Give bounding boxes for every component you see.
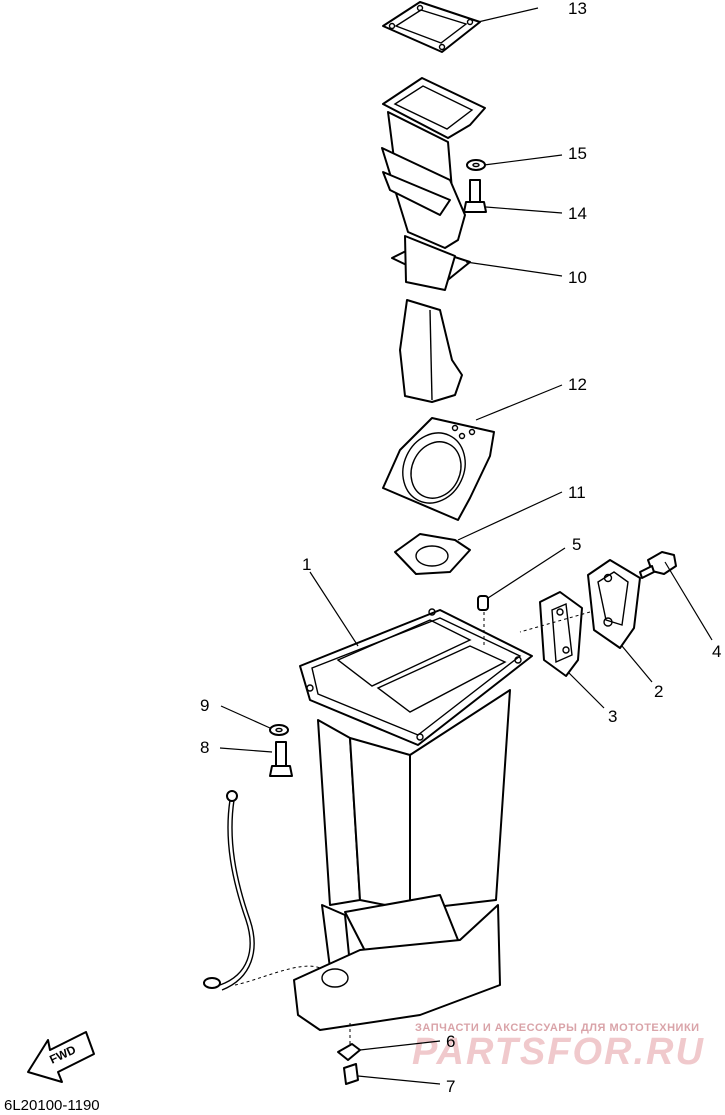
callout-8: 8 [200, 738, 209, 757]
callout-labels: 1 2 3 4 5 6 7 8 9 10 11 12 13 14 15 [200, 0, 721, 1096]
callout-5: 5 [572, 535, 581, 554]
watermark: ЗАПЧАСТИ И АКСЕССУАРЫ ДЛЯ МОТОТЕХНИКИ PA… [412, 1022, 705, 1073]
callout-2: 2 [654, 682, 663, 701]
callout-3: 3 [608, 707, 617, 726]
washer-9 [269, 724, 289, 736]
watermark-brand: PARTSFOR.RU [412, 1031, 705, 1073]
callout-10: 10 [568, 268, 587, 287]
callout-4: 4 [712, 642, 721, 661]
callout-7: 7 [446, 1077, 455, 1096]
bolt-14 [463, 179, 487, 213]
leader-lines [219, 7, 713, 1085]
dowel-pin-5 [477, 595, 489, 645]
callout-12: 12 [568, 375, 587, 394]
callout-15: 15 [568, 144, 587, 163]
bolt-8 [269, 741, 293, 777]
gasket-13 [382, 1, 481, 53]
ground-wire [203, 790, 321, 991]
callout-13: 13 [568, 0, 587, 18]
cover-2 [519, 559, 641, 649]
forward-direction-arrow: FWD [27, 1031, 95, 1083]
plate-12 [382, 417, 495, 521]
callout-1: 1 [302, 555, 311, 574]
callout-14: 14 [568, 204, 587, 223]
drawing-code: 6L20100-1190 [4, 1097, 100, 1114]
upper-casing-1 [293, 608, 533, 1031]
bolt-4 [639, 551, 677, 579]
gasket-11 [394, 533, 471, 575]
exhaust-tube-10 [381, 77, 486, 403]
callout-11: 11 [568, 483, 586, 502]
bolt-7 [343, 1063, 359, 1085]
watermark-tagline: ЗАПЧАСТИ И АКСЕССУАРЫ ДЛЯ МОТОТЕХНИКИ [415, 1022, 700, 1034]
gasket-3 [539, 591, 583, 677]
callout-9: 9 [200, 696, 209, 715]
washer-15 [466, 159, 486, 171]
callout-6: 6 [446, 1032, 455, 1051]
